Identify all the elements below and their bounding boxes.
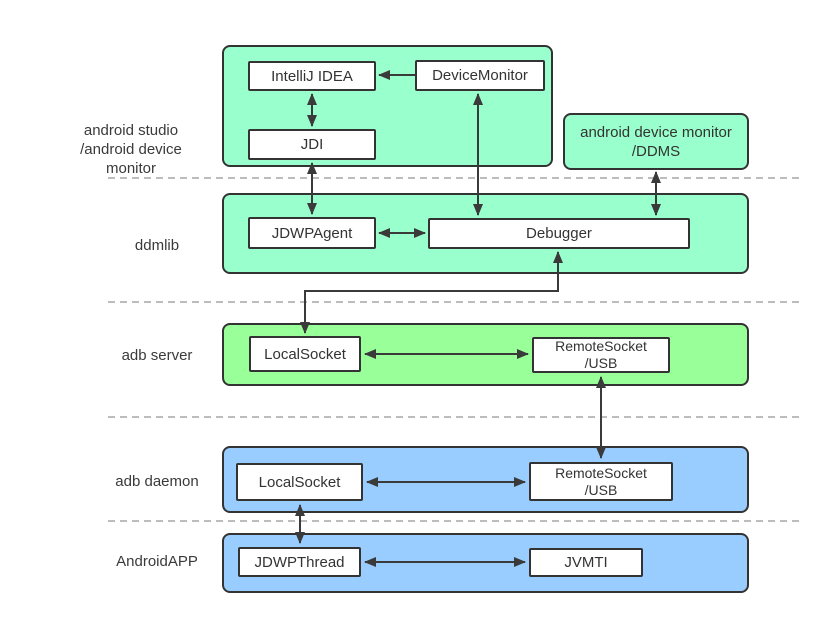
node-localsocket-daemon: LocalSocket (236, 463, 363, 501)
node-intellij-idea: IntelliJ IDEA (248, 61, 376, 91)
node-jvmti: JVMTI (529, 548, 643, 577)
node-debugger: Debugger (428, 218, 690, 249)
node-remotesocket-daemon: RemoteSocket /USB (529, 462, 673, 501)
node-devicemonitor: DeviceMonitor (415, 60, 545, 91)
layer-label-android-studio: android studio /android device monitor (80, 122, 182, 177)
node-jdwpthread: JDWPThread (238, 547, 361, 577)
layer-label-adb-daemon: adb daemon (115, 473, 199, 490)
node-jdi: JDI (248, 129, 376, 160)
node-remotesocket-server: RemoteSocket /USB (532, 337, 670, 373)
layer-label-adb-server: adb server (121, 347, 193, 364)
layer-label-androidapp: AndroidAPP (116, 553, 198, 570)
layer-label-ddmlib: ddmlib (134, 237, 180, 254)
node-localsocket-server: LocalSocket (249, 336, 361, 372)
node-jdwpagent: JDWPAgent (248, 217, 376, 249)
group-ddms: android device monitor /DDMS (563, 113, 749, 170)
group-ddms-label: android device monitor /DDMS (580, 123, 732, 160)
